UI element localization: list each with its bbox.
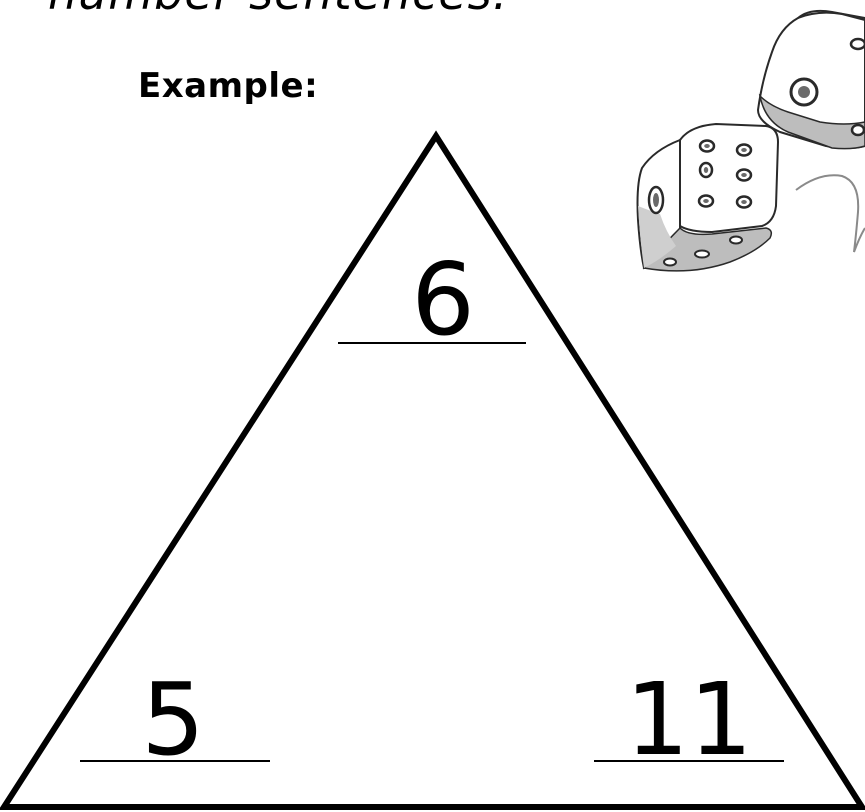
front-die	[638, 124, 779, 271]
bottom-right-number: 11	[614, 670, 764, 770]
back-die	[758, 11, 865, 149]
bottom-left-number: 5	[118, 670, 228, 770]
top-number: 6	[388, 250, 498, 350]
motion-swoosh	[796, 175, 865, 252]
dice-icon	[620, 0, 865, 280]
